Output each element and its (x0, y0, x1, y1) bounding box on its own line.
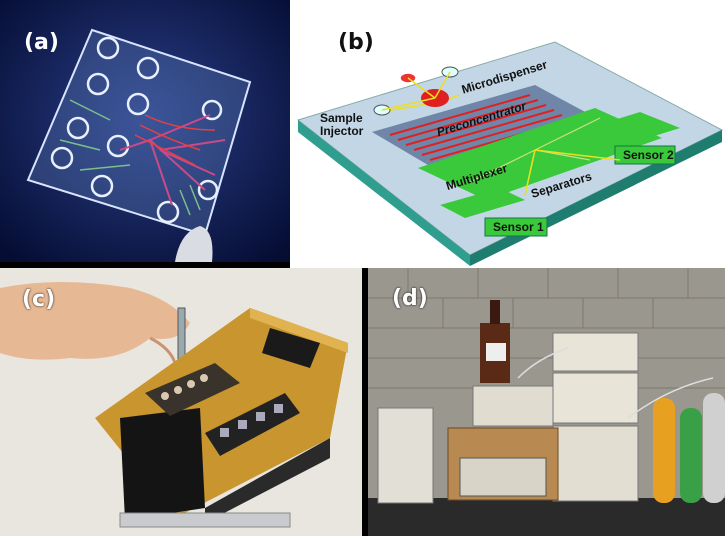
sample-injector-label: Sample Injector (320, 111, 364, 138)
panel-d-label: (d) (392, 286, 428, 311)
lab-equipment-photo (368, 268, 725, 536)
panel-a-microfluidic-chip: (a) (0, 0, 290, 262)
schematic-diagram (296, 41, 724, 266)
panel-a-label: (a) (24, 30, 59, 55)
panel-c-label: (c) (22, 287, 56, 312)
panel-c-handheld-device: (c) (0, 268, 362, 536)
chip-photo (0, 0, 290, 262)
sensor-2-label: Sensor 2 (623, 148, 674, 162)
sensor-1-label: Sensor 1 (493, 220, 544, 234)
panel-b-chip-schematic: (b) Sample Injector Microdispenser Preco… (290, 0, 725, 268)
panel-b-label: (b) (338, 30, 374, 55)
panel-d-benchtop-instruments: (d) (368, 268, 725, 536)
device-photo (0, 282, 348, 528)
